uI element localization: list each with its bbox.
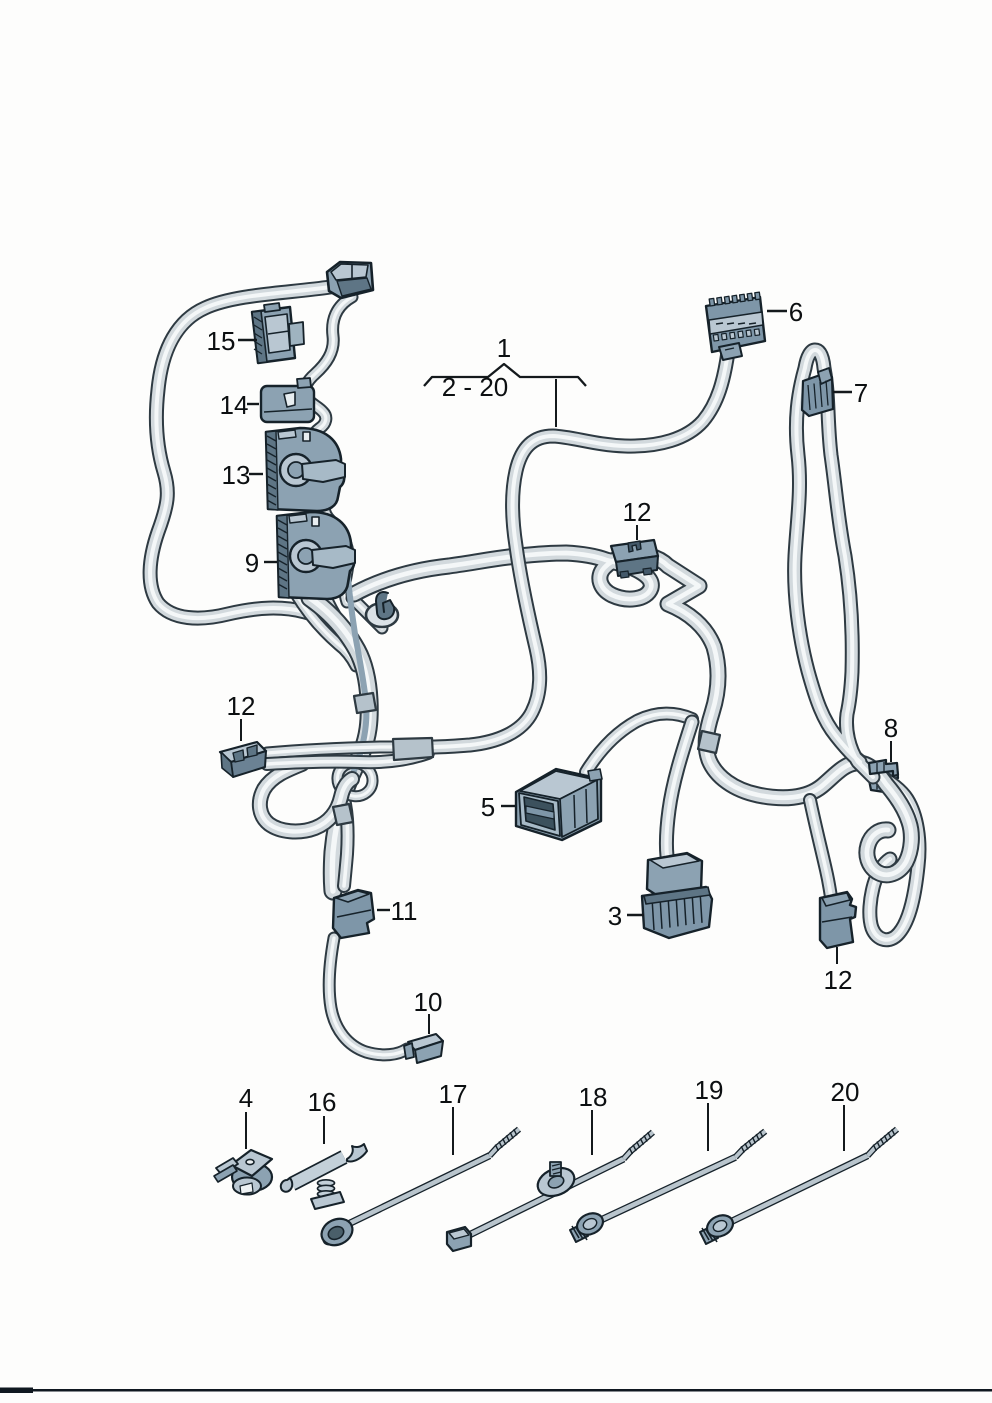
svg-text:8: 8 <box>884 713 898 743</box>
svg-text:15: 15 <box>207 326 236 356</box>
svg-text:3: 3 <box>608 901 622 931</box>
svg-text:12: 12 <box>227 691 256 721</box>
svg-text:5: 5 <box>481 792 495 822</box>
svg-text:18: 18 <box>579 1082 608 1112</box>
svg-text:6: 6 <box>789 297 803 327</box>
svg-text:17: 17 <box>439 1079 468 1109</box>
svg-text:9: 9 <box>245 548 259 578</box>
svg-text:10: 10 <box>414 987 443 1017</box>
svg-text:4: 4 <box>239 1083 253 1113</box>
svg-text:16: 16 <box>308 1087 337 1117</box>
svg-text:11: 11 <box>391 896 418 926</box>
svg-text:7: 7 <box>854 378 868 408</box>
svg-text:14: 14 <box>220 390 249 420</box>
svg-text:2 - 20: 2 - 20 <box>442 372 509 402</box>
svg-text:12: 12 <box>623 497 652 527</box>
svg-text:13: 13 <box>222 460 251 490</box>
svg-text:20: 20 <box>831 1077 860 1107</box>
svg-text:12: 12 <box>824 965 853 995</box>
svg-text:1: 1 <box>497 333 511 363</box>
svg-text:19: 19 <box>695 1075 724 1105</box>
